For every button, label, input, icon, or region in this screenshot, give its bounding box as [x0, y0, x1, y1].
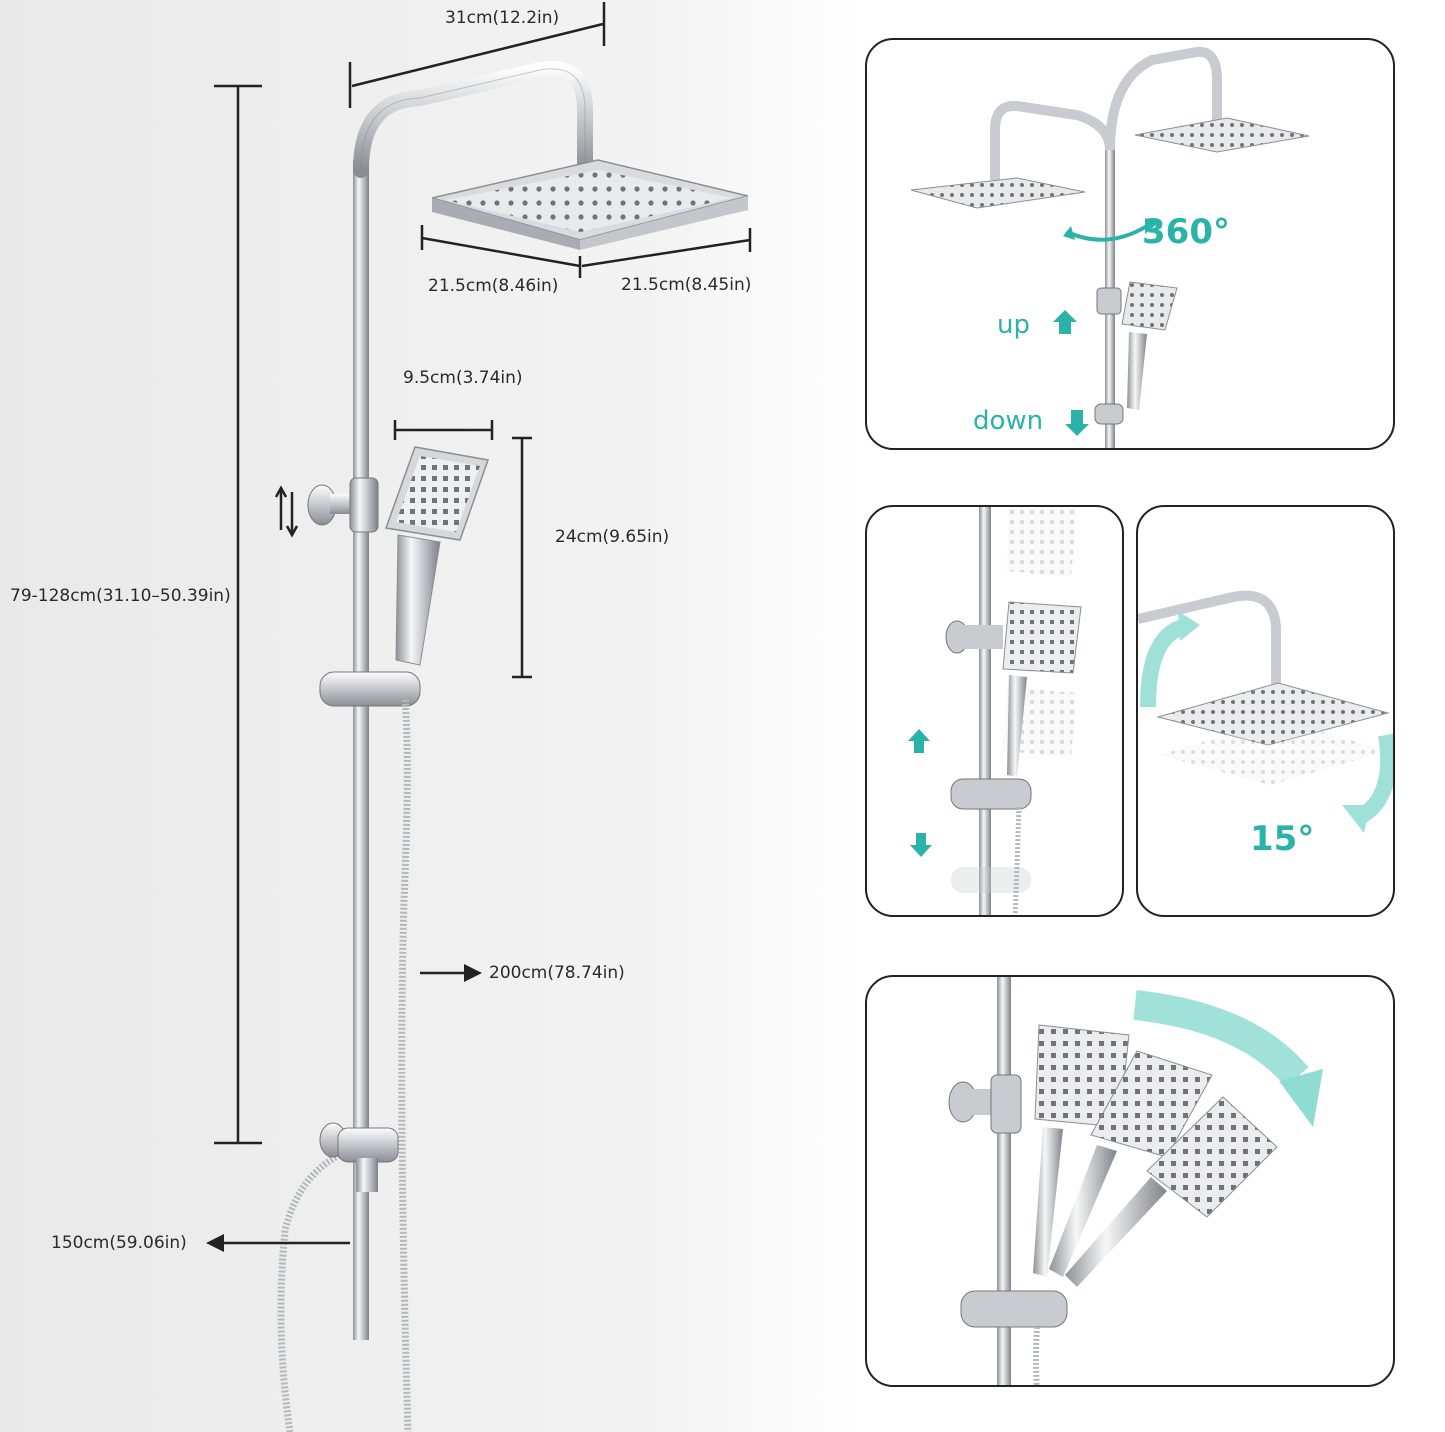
hand-width-dimension [393, 420, 494, 440]
height-adjust-panel [865, 505, 1124, 917]
total-height-label: 79-128cm(31.10–50.39in) [10, 586, 231, 606]
hose-long-label: 200cm(78.74in) [489, 963, 625, 983]
left-arrow-icon [206, 1234, 350, 1252]
up-arrow-icon [908, 729, 930, 753]
rotation-panel: 360° up down [865, 38, 1395, 450]
up-arrow-icon [1053, 310, 1077, 334]
rain-shower-head [431, 159, 749, 250]
lower-wall-outlet [319, 1122, 399, 1192]
tilt-angle: 15° [1250, 819, 1315, 859]
hand-length-dimension [512, 436, 532, 679]
down-arrow-icon [910, 833, 932, 857]
hand-width-label: 9.5cm(3.74in) [403, 368, 523, 388]
shower-arm [353, 60, 593, 178]
hand-shower [384, 446, 489, 666]
up-down-arrows-icon [274, 485, 299, 538]
arm-width-dimension [348, 2, 606, 108]
upper-wall-bracket [307, 477, 379, 533]
rotate-arrow-icon [1063, 218, 1157, 242]
hose [398, 699, 412, 1432]
right-arrow-icon [420, 964, 482, 982]
shower-system-diagram [206, 2, 752, 1432]
hand-length-label: 24cm(9.65in) [555, 527, 670, 547]
tilt-arrow-icon [1140, 611, 1393, 833]
arm-width-label: 31cm(12.2in) [445, 8, 560, 28]
head-width-dimension [420, 225, 752, 278]
slide-holder [319, 671, 421, 707]
riser-pipe [353, 160, 369, 1340]
down-arrow-icon [1065, 410, 1089, 436]
swing-arrow-icon [1133, 990, 1323, 1127]
head-width-a-label: 21.5cm(8.46in) [428, 276, 559, 296]
tilt-panel: 15° [1136, 505, 1395, 917]
down-label: down [973, 406, 1044, 436]
hose-short-label: 150cm(59.06in) [51, 1233, 187, 1253]
rotation-angle: 360° [1142, 212, 1230, 252]
up-label: up [997, 310, 1030, 340]
head-width-b-label: 21.5cm(8.45in) [621, 275, 752, 295]
swing-panel [865, 975, 1395, 1387]
height-dimension [214, 84, 262, 1145]
